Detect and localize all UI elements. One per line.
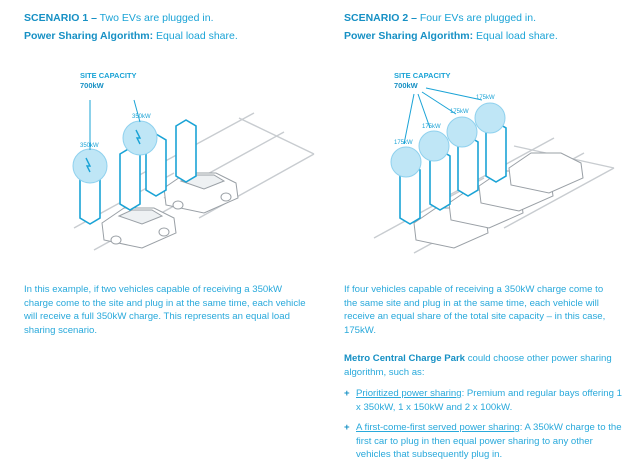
- scenario-2-text: Four EVs are plugged in.: [416, 12, 537, 24]
- scenario-2-heading: SCENARIO 2 – Four EVs are plugged in.: [344, 11, 536, 25]
- charger-label-1: 175kW: [394, 140, 413, 146]
- first-come-link[interactable]: A first-come-first served power sharing: [356, 422, 520, 433]
- car-1: [101, 207, 177, 249]
- charger-label-3: 175kW: [450, 109, 469, 115]
- site-capacity-value: 700kW: [394, 81, 419, 90]
- site-capacity-label: SITE CAPACITY: [80, 71, 137, 80]
- charger-units: [399, 121, 507, 225]
- site-capacity-value: 700kW: [80, 81, 105, 90]
- charger-label-2: 350kW: [132, 114, 151, 120]
- scenario-1-label: SCENARIO 1 –: [24, 12, 97, 24]
- charger-bubbles: [390, 102, 506, 178]
- algorithm-label: Power Sharing Algorithm:: [344, 30, 474, 42]
- leader-lines: [89, 99, 141, 150]
- scenario-2-label: SCENARIO 2 –: [344, 12, 417, 24]
- other-algorithms-intro: Metro Central Charge Park could choose o…: [344, 352, 624, 379]
- scenario-2-description: If four vehicles capable of receiving a …: [344, 284, 606, 336]
- algorithm-text: Equal load share.: [153, 30, 238, 42]
- scenario-1-text: Two EVs are plugged in.: [96, 12, 214, 24]
- prioritized-link[interactable]: Prioritized power sharing: [356, 388, 462, 399]
- scenario-1-algorithm: Power Sharing Algorithm: Equal load shar…: [24, 29, 238, 43]
- scenario-2-algorithm: Power Sharing Algorithm: Equal load shar…: [344, 29, 558, 43]
- scenario-2-illustration: SITE CAPACITY 700kW 175kW 175kW 175kW 17…: [373, 71, 615, 254]
- leader-lines: [403, 87, 483, 145]
- plus-icon: +: [344, 388, 350, 399]
- scenario-1-heading: SCENARIO 1 – Two EVs are plugged in.: [24, 11, 213, 25]
- bullet-text: : A 350kW charge to the first car to plu…: [356, 422, 622, 461]
- bullet-text: : Premium and regular bays offering 1 x …: [356, 388, 622, 413]
- scenario-1-illustration: SITE CAPACITY 700kW 350kW 350kW: [72, 71, 315, 251]
- site-capacity-label: SITE CAPACITY: [394, 71, 451, 80]
- intro-text: could choose other power sharing algorit…: [344, 353, 612, 378]
- bullet-first-come: + A first-come-first served power sharin…: [344, 421, 628, 462]
- charger-label-2: 175kW: [422, 124, 441, 130]
- car-2: [163, 172, 239, 214]
- charger-bubbles: [72, 120, 158, 184]
- charger-label-4: 175kW: [476, 95, 495, 101]
- site-name: Metro Central Charge Park: [344, 353, 466, 364]
- algorithm-label: Power Sharing Algorithm:: [24, 30, 154, 42]
- algorithm-text: Equal load share.: [473, 30, 558, 42]
- charger-label-1: 350kW: [80, 143, 99, 149]
- plus-icon: +: [344, 422, 350, 433]
- bullet-prioritized: + Prioritized power sharing: Premium and…: [344, 387, 628, 414]
- scenario-1-description: In this example, if two vehicles capable…: [24, 284, 306, 336]
